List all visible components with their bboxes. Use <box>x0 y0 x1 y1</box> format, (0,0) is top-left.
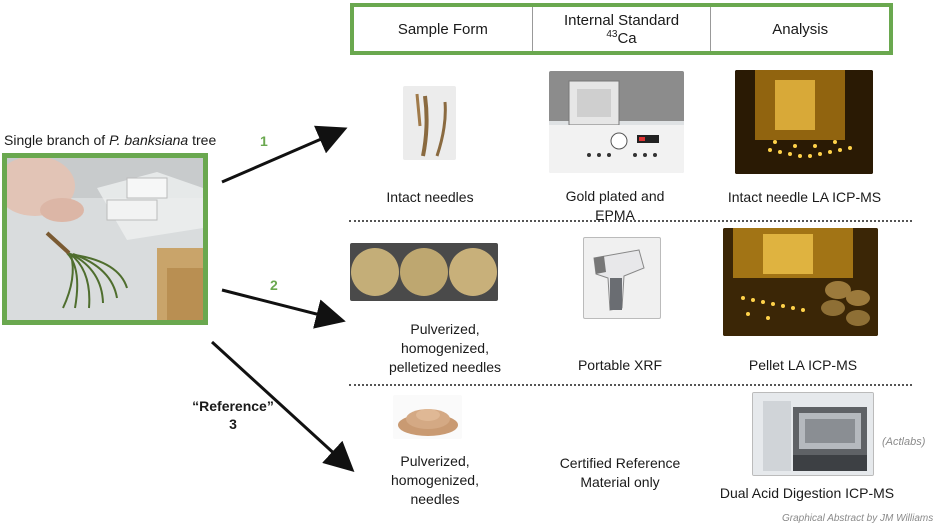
header-sample-form: Sample Form <box>354 7 533 51</box>
needle-laicpms-photo <box>735 70 873 174</box>
header-col2-isotope: 43Ca <box>606 29 636 47</box>
pellets-graphic <box>351 248 497 296</box>
header-internal-standard: Internal Standard 43Ca <box>533 7 712 51</box>
arrow-route-2 <box>221 288 346 329</box>
route-3-number: 3 <box>229 416 237 432</box>
intact-needles-photo <box>403 86 456 160</box>
branch-photo-graphic <box>7 158 203 320</box>
footer-credit: Graphical Abstract by JM Williams <box>782 513 934 524</box>
route-2-label: 2 <box>270 277 278 293</box>
arrow-route-3 <box>210 340 355 473</box>
row2-internal-standard: Portable XRF <box>577 357 663 373</box>
portable-xrf-graphic <box>593 249 645 311</box>
arrow-route-1 <box>221 125 348 184</box>
portable-xrf-photo <box>583 237 661 319</box>
route-3-reference: “Reference” <box>192 398 274 414</box>
isotope-element: Ca <box>617 29 637 47</box>
header-col3-label: Analysis <box>772 20 829 38</box>
row2-analysis: Pellet LA ICP-MS <box>748 357 858 373</box>
gold-coater-photo <box>549 71 684 173</box>
row-separator-1 <box>349 220 912 222</box>
header-col2-label: Internal Standard <box>563 11 680 29</box>
isotope-mass: 43 <box>606 28 618 40</box>
intact-needles-graphic <box>415 93 447 157</box>
row-separator-2 <box>349 384 912 386</box>
route-3-label: “Reference” 3 <box>185 397 281 433</box>
actlabs-credit: (Actlabs) <box>882 436 926 448</box>
pulverized-needles-photo <box>393 395 462 439</box>
header-col1-label: Sample Form <box>397 20 488 38</box>
pulverized-needles-graphic <box>398 409 458 436</box>
needle-laicpms-graphic <box>735 70 873 174</box>
gold-coater-graphic <box>549 71 684 173</box>
source-prefix: Single branch of <box>4 132 110 148</box>
pellet-laicpms-photo <box>723 228 878 336</box>
source-suffix: tree <box>188 132 217 148</box>
row1-sample-form: Intact needles <box>386 189 474 205</box>
acid-digestion-graphic <box>753 393 873 475</box>
row2-sample-form: Pulverized, homogenized, pelletized need… <box>388 321 502 375</box>
source-title: Single branch of P. banksiana tree <box>4 132 216 148</box>
acid-digestion-photo <box>752 392 874 476</box>
pellet-laicpms-graphic <box>723 228 878 336</box>
row3-analysis: Dual Acid Digestion ICP-MS <box>719 485 895 501</box>
row1-internal-standard: Gold plated and EPMA <box>565 188 665 223</box>
header-table: Sample Form Internal Standard 43Ca Analy… <box>350 3 893 55</box>
row3-sample-form: Pulverized, homogenized, needles <box>391 453 479 507</box>
route-1-label: 1 <box>260 133 268 149</box>
branch-photo <box>2 153 208 325</box>
row3-internal-standard: Certified Reference Material only <box>559 455 681 490</box>
row1-analysis: Intact needle LA ICP-MS <box>727 189 882 205</box>
pellets-photo <box>350 243 498 301</box>
source-species: P. banksiana <box>109 132 189 148</box>
header-analysis: Analysis <box>711 7 889 51</box>
